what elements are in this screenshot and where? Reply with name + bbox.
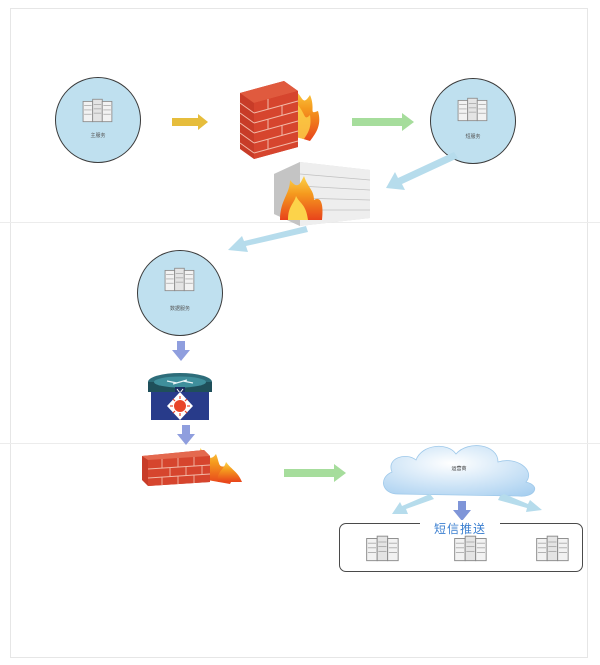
flow-arrow-lightblue — [386, 152, 458, 190]
source-server-node[interactable]: 主服务 — [55, 77, 141, 163]
server-icon — [82, 98, 114, 124]
source-server-label: 主服务 — [90, 133, 106, 139]
flow-arrow-lightblue — [228, 226, 308, 252]
page-separator-2 — [0, 443, 600, 444]
server-icon — [530, 535, 576, 563]
firewall-icon — [274, 162, 371, 226]
data-server-label: 数据服务 — [169, 306, 190, 312]
server-icon — [448, 535, 494, 563]
server-icon — [164, 267, 196, 293]
firewall-icon — [142, 448, 242, 486]
relay-server-label: 短服务 — [465, 134, 481, 140]
relay-server-node[interactable]: 短服务 — [430, 78, 516, 164]
flow-arrow-lightblue — [392, 494, 434, 514]
sms-push-title: 短信推送 — [420, 520, 500, 537]
flow-arrow-purple — [177, 425, 195, 445]
flow-arrow-yellow — [172, 114, 208, 130]
diagram-frame — [10, 8, 588, 658]
flow-arrow-green — [284, 464, 346, 482]
server-icon — [457, 97, 489, 123]
flow-arrow-purple — [453, 501, 471, 521]
data-server-node[interactable]: 数据服务 — [137, 250, 223, 336]
flow-arrow-green — [352, 113, 414, 131]
firewall-icon — [239, 81, 320, 159]
server-icon — [360, 535, 406, 563]
router-icon — [148, 373, 212, 420]
flow-arrow-purple — [172, 341, 190, 361]
carrier-cloud[interactable] — [376, 436, 546, 498]
flow-arrow-lightblue — [498, 494, 542, 512]
carrier-cloud-label: 运营商 — [451, 466, 467, 472]
